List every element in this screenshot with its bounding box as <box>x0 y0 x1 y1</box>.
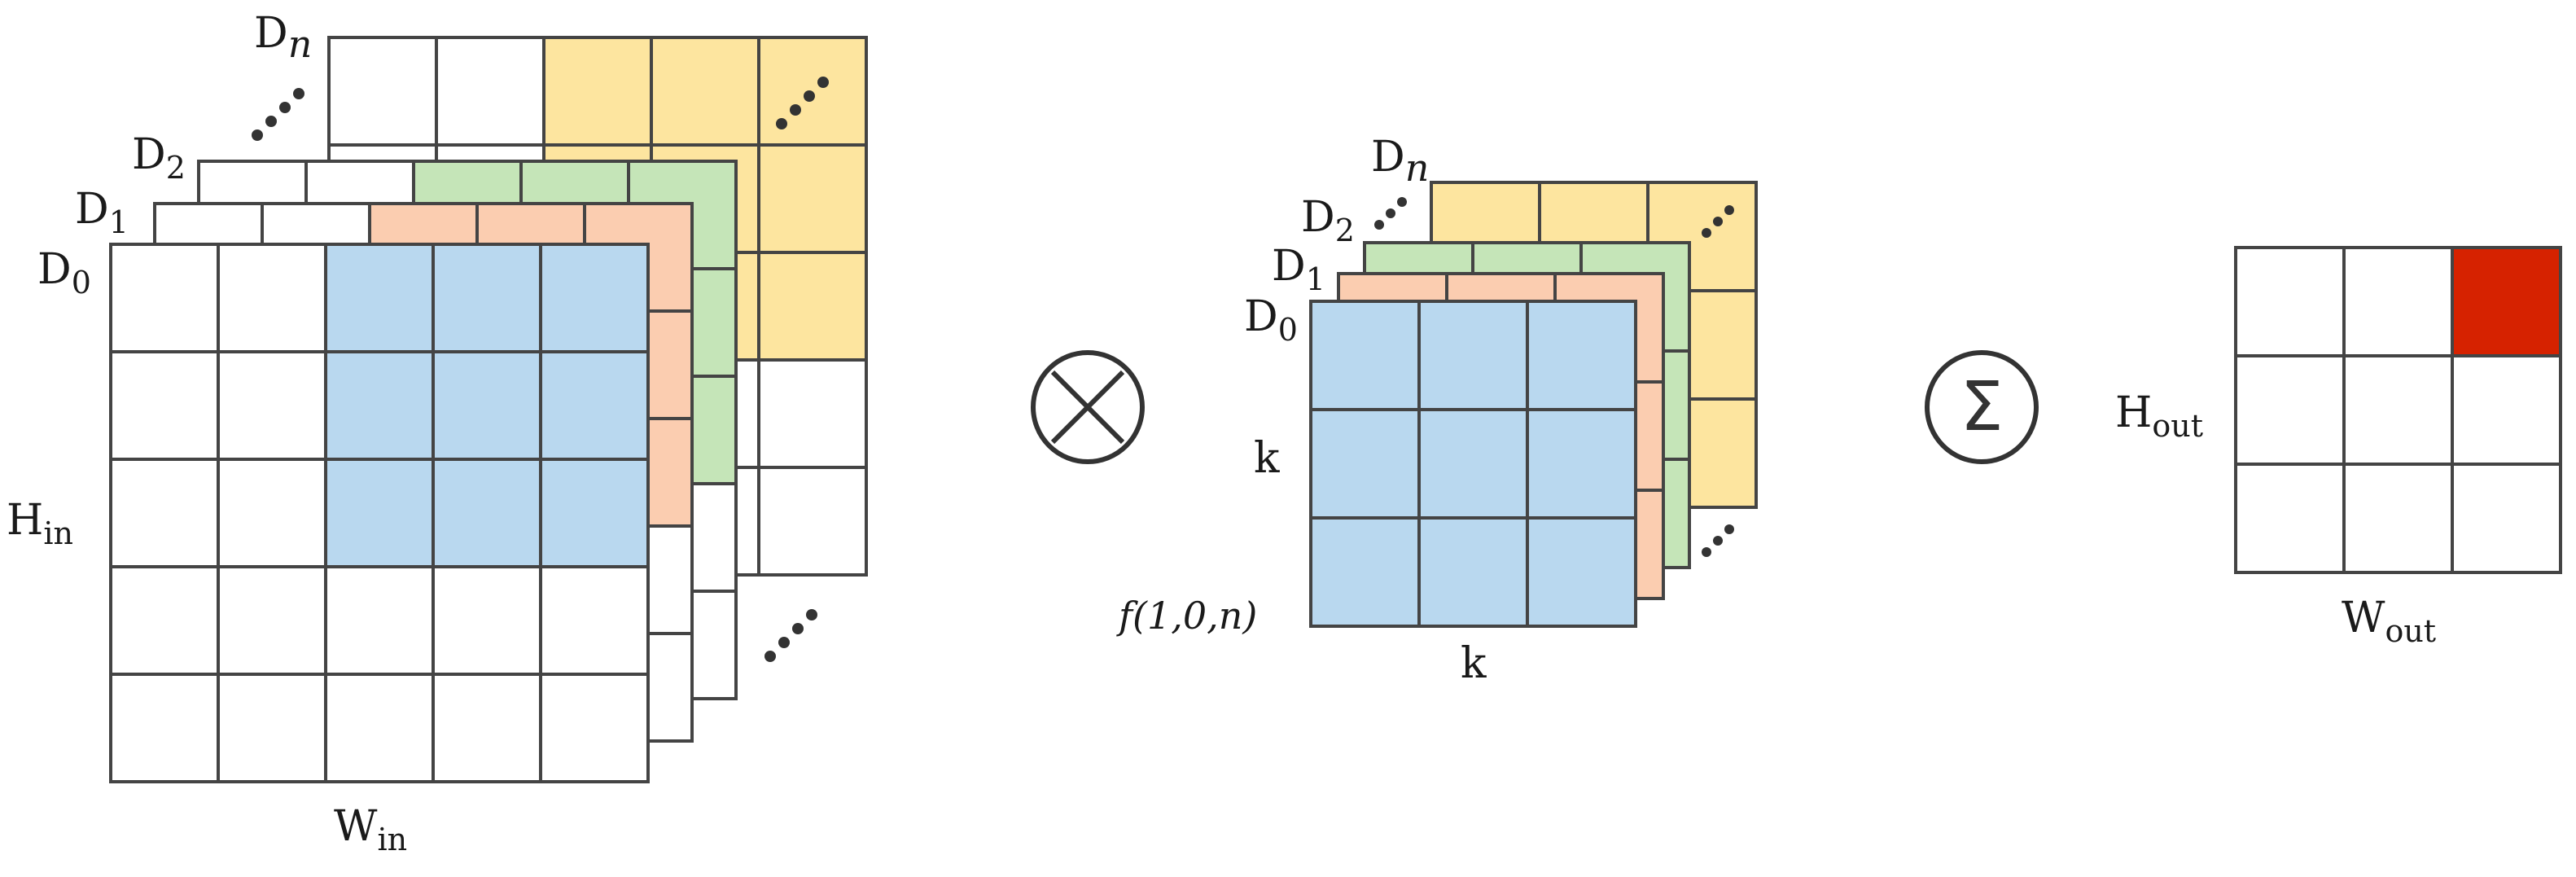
input-label-d1: D1 <box>75 185 129 240</box>
input-layer-d0-cell <box>432 458 542 568</box>
ellipsis-dots-icon <box>252 88 304 141</box>
input-layer-d0-cell <box>324 673 435 783</box>
input-height-label: Hin <box>7 496 73 551</box>
input-layer-d0-cell <box>432 350 542 461</box>
input-volume: Dn D2 D1 D0 Hin Win <box>7 9 868 857</box>
input-layer-dn-cell <box>327 36 438 147</box>
input-layer-dn-cell <box>757 466 868 577</box>
kernel-layer-d0 <box>1309 300 1637 628</box>
ellipsis-dots-icon <box>1702 205 1734 238</box>
kernel-layer-d0-cell <box>1417 300 1529 411</box>
input-layer-d0-cell <box>109 565 220 676</box>
input-layer-dn-cell <box>757 358 868 469</box>
kernel-label-d1: D1 <box>1272 242 1325 297</box>
input-layer-d0-cell <box>539 565 650 676</box>
output-cell <box>2342 246 2454 357</box>
output-grid: Hout Wout <box>2115 246 2562 649</box>
output-cell <box>2234 354 2346 466</box>
input-layer-dn-cell <box>542 36 653 147</box>
input-layer-dn-cell <box>757 143 868 254</box>
input-layer-d0-cell <box>217 458 327 568</box>
kernel-label-d2: D2 <box>1301 193 1355 248</box>
input-layer-d0-cell <box>432 673 542 783</box>
kernel-layer-d0-cell <box>1526 300 1637 411</box>
kernel-layer-d0-cell <box>1309 408 1421 520</box>
input-layer-d0-cell <box>217 673 327 783</box>
output-cell <box>2234 246 2346 357</box>
input-label-dn: Dn <box>254 9 312 66</box>
output-width-label: Wout <box>2342 594 2436 649</box>
input-layer-d0-cell <box>109 673 220 783</box>
input-layer-d0-cell <box>217 565 327 676</box>
input-layer-dn-cell <box>757 251 868 362</box>
output-cell <box>2342 354 2454 466</box>
ellipsis-dots-icon <box>776 77 829 129</box>
input-layer-d0-cell <box>432 243 542 353</box>
input-label-d2: D2 <box>132 130 186 186</box>
kernel-volume: Dn D2 D1 D0 k k f(1,0,n) <box>1116 133 1758 688</box>
input-label-d0: D0 <box>37 245 91 300</box>
kernel-function-label: f(1,0,n) <box>1116 594 1257 638</box>
input-layer-d0-cell <box>539 458 650 568</box>
input-layer-dn-cell <box>435 36 545 147</box>
input-layer-dn-cell <box>757 36 868 147</box>
input-layer-d0-cell <box>324 243 435 353</box>
output-cell <box>2342 463 2454 574</box>
circled-times-icon <box>1031 350 1145 464</box>
input-layer-d0-cell <box>539 673 650 783</box>
ellipsis-dots-icon <box>1374 197 1407 230</box>
input-layer-d0-cell <box>539 350 650 461</box>
input-layer-d0-cell <box>217 243 327 353</box>
kernel-layer-d0-cell <box>1417 408 1529 520</box>
kernel-layer-d0-cell <box>1526 408 1637 520</box>
input-layer-dn-cell <box>650 36 760 147</box>
input-width-label: Win <box>334 802 407 857</box>
sigma-glyph: Σ <box>1960 366 2003 446</box>
input-layer-d0-cell <box>109 350 220 461</box>
input-layer-d0-cell <box>109 458 220 568</box>
input-layer-d0-cell <box>324 350 435 461</box>
kernel-layer-d0-cell <box>1526 516 1637 628</box>
ellipsis-dots-icon <box>1702 524 1734 557</box>
kernel-side-label: k <box>1254 434 1280 483</box>
input-layer-d0-cell <box>432 565 542 676</box>
kernel-layer-d0-cell <box>1417 516 1529 628</box>
kernel-label-d0: D0 <box>1244 292 1298 348</box>
output-cell <box>2234 463 2346 574</box>
kernel-layer-d0-cell <box>1309 300 1421 411</box>
ellipsis-dots-icon <box>764 609 817 662</box>
input-layer-d0-cell <box>324 565 435 676</box>
input-layer-d0-cell <box>324 458 435 568</box>
input-layer-d0-cell <box>539 243 650 353</box>
kernel-bottom-label: k <box>1461 639 1487 688</box>
input-layer-d0-cell <box>217 350 327 461</box>
circled-sigma-icon: Σ <box>1925 350 2039 464</box>
kernel-label-dn: Dn <box>1371 133 1429 190</box>
output-cell <box>2451 463 2562 574</box>
input-layer-d0 <box>109 243 650 783</box>
output-cell <box>2451 246 2562 357</box>
output-height-label: Hout <box>2115 388 2203 444</box>
kernel-layer-d0-cell <box>1309 516 1421 628</box>
output-cell <box>2451 354 2562 466</box>
input-layer-d0-cell <box>109 243 220 353</box>
